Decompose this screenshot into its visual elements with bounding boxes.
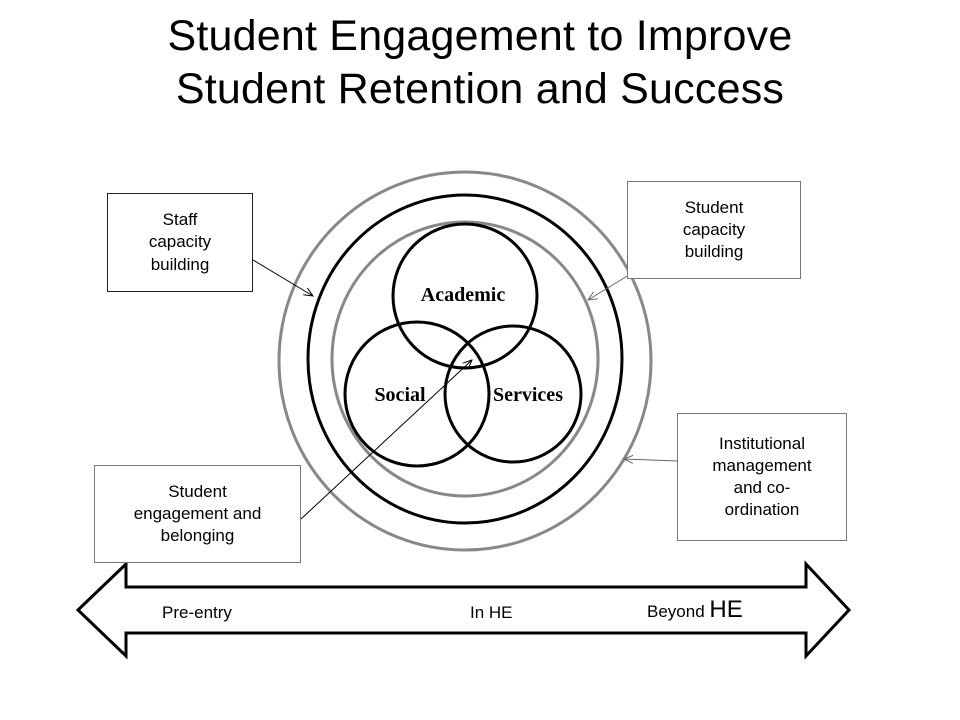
student-cap-line-1: Student [684, 197, 744, 217]
engagement-line-3: belonging [160, 526, 235, 546]
staff-box-line-2: capacity [148, 232, 212, 252]
inner-ring [330, 220, 600, 498]
arrow-engagement [300, 360, 472, 520]
staff-box-line-1: Staff [162, 210, 198, 230]
venn-label-services: Services [493, 384, 563, 406]
middle-ring [306, 193, 624, 525]
timeline-label-pre-entry: Pre-entry [162, 603, 232, 622]
institutional-management-box: Institutional management and co- ordinat… [677, 413, 847, 541]
student-cap-line-2: capacity [682, 219, 746, 239]
student-engagement-box: Student engagement and belonging [94, 465, 301, 563]
arrow-staff-capacity [252, 259, 313, 296]
institutional-line-2: management [712, 455, 812, 475]
timeline-label-beyond-he: Beyond HE [647, 596, 743, 624]
institutional-line-1: Institutional [718, 433, 805, 453]
student-cap-line-3: building [684, 242, 744, 262]
title-line-1: Student Engagement to Improve [167, 12, 793, 60]
venn-label-academic: Academic [421, 284, 506, 306]
outer-ring [277, 170, 653, 552]
staff-box-line-3: building [150, 254, 210, 274]
title-line-2: Student Retention and Success [175, 65, 785, 114]
venn-label-social: Social [374, 384, 426, 406]
timeline-beyond-word: Beyond [647, 602, 705, 621]
arrow-institutional [624, 459, 678, 461]
diagram-title: Student Engagement to Improve Student Re… [0, 10, 960, 117]
student-capacity-box: Student capacity building [627, 181, 801, 279]
venn-social-circle [343, 320, 491, 468]
staff-capacity-box: Staff capacity building [107, 193, 253, 292]
timeline-beyond-he: HE [709, 596, 743, 623]
venn-services-circle [443, 324, 583, 464]
engagement-line-1: Student [168, 481, 227, 501]
institutional-line-4: ordination [724, 500, 800, 520]
institutional-line-3: and co- [733, 478, 791, 497]
engagement-line-2: engagement and [133, 503, 262, 523]
timeline-label-in-he: In HE [470, 603, 513, 622]
timeline-double-arrow [75, 560, 852, 660]
